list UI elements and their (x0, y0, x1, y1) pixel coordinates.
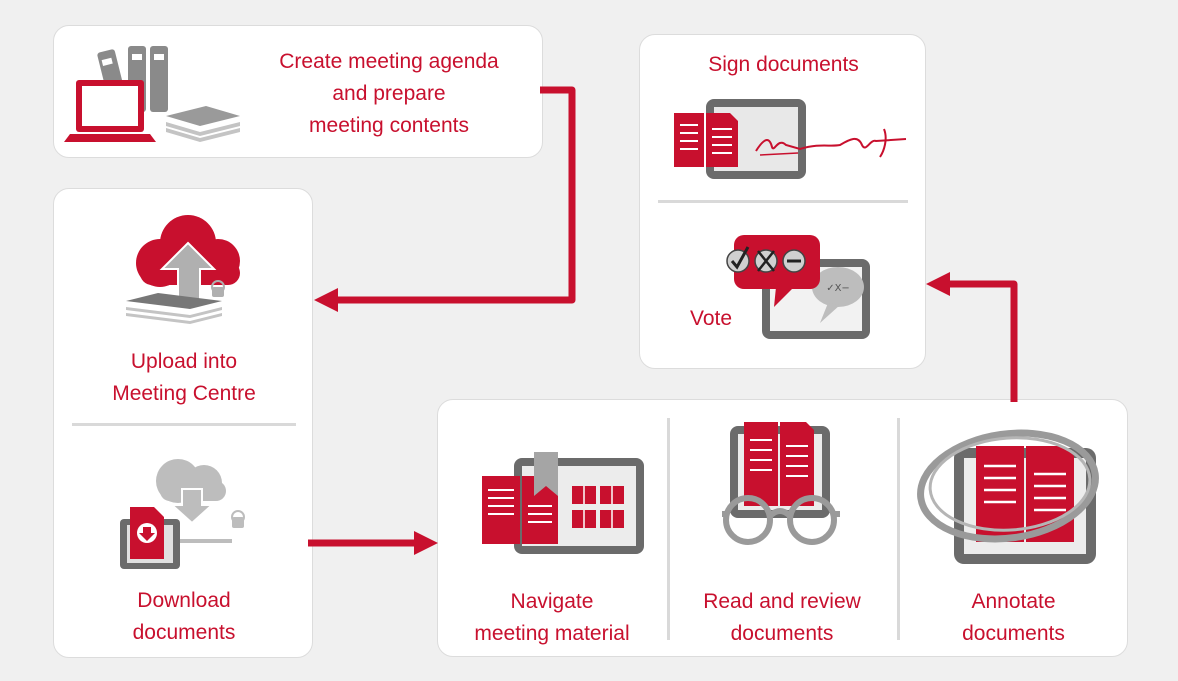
laptop-binders-icon (64, 46, 240, 142)
step-divider (667, 418, 670, 640)
step-label-sign: Sign documents (708, 53, 859, 76)
step-card-review: Navigate meeting material Read and revie… (437, 399, 1128, 657)
step-card-sign-vote: Sign documents ✓X− Vote (639, 34, 926, 369)
vote-bubbles-icon: ✓X− (726, 235, 870, 339)
cloud-upload-icon (126, 215, 240, 324)
step-label-navigate: Navigate meeting material (474, 590, 630, 645)
cloud-download-tablet-icon (120, 459, 245, 569)
step-label-vote: Vote (690, 307, 733, 330)
step-label-annotate: Annotate documents (962, 590, 1065, 645)
tablet-signature-icon (674, 99, 907, 179)
tablet-annotate-icon (917, 429, 1099, 564)
step-card-create: Create meeting agenda and prepare meetin… (53, 25, 543, 158)
tablet-glasses-icon (722, 422, 840, 545)
flow-arrow-annotate-to-vote (948, 280, 1018, 402)
step-divider (658, 200, 908, 203)
step-label-download: Download documents (132, 589, 236, 644)
step-label-read: Read and review documents (703, 590, 861, 645)
step-divider (897, 418, 900, 640)
tablet-bookmark-icon (482, 452, 644, 554)
step-card-upload-download: Upload into Meeting Centre Download docu… (53, 188, 313, 658)
step-label-upload: Upload into Meeting Centre (112, 350, 256, 405)
step-label-create: Create meeting agenda and prepare meetin… (279, 50, 499, 137)
step-divider (72, 423, 296, 426)
svg-text:✓X−: ✓X− (826, 283, 850, 294)
